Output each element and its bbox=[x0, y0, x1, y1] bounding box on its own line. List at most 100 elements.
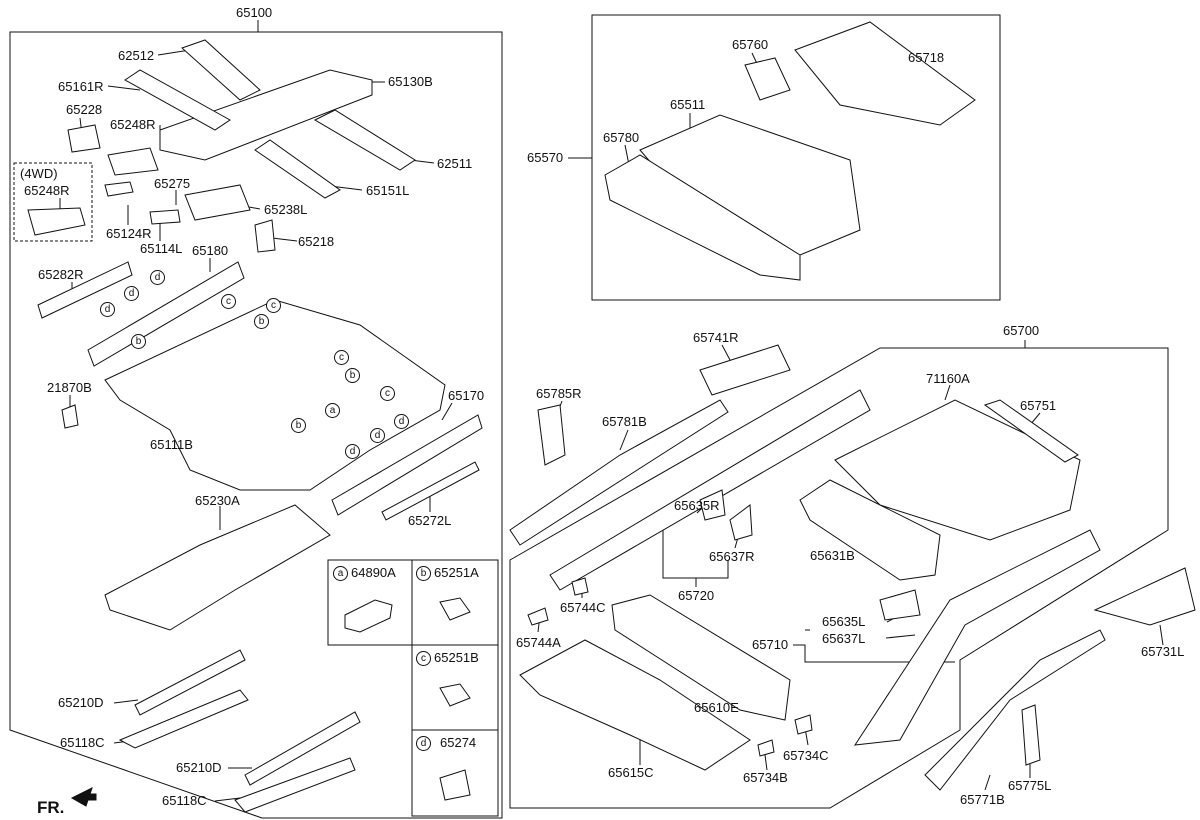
part-65228 bbox=[67, 124, 101, 153]
part-65161R bbox=[124, 69, 231, 131]
part-label-65130B: 65130B bbox=[388, 74, 433, 89]
legend-part-65251B: 65251B bbox=[434, 650, 479, 665]
part-label-65734B: 65734B bbox=[743, 770, 788, 785]
part-65741R bbox=[699, 344, 791, 396]
part-label-65781B: 65781B bbox=[602, 414, 647, 429]
part-label-65710: 65710 bbox=[752, 637, 789, 652]
part-label-65744C: 65744C bbox=[560, 600, 606, 615]
part-label-65275: 65275 bbox=[154, 176, 191, 191]
part-65130B bbox=[159, 69, 373, 161]
legend-icon-65274 bbox=[439, 769, 471, 801]
part-label-65720: 65720 bbox=[678, 588, 715, 603]
part-label-62511: 62511 bbox=[437, 156, 473, 171]
part-65248R-4wd bbox=[27, 207, 86, 236]
part-label-65248R-4wd: 65248R bbox=[24, 183, 70, 198]
part-label-65118C-1: 65118C bbox=[60, 735, 105, 750]
part-label-65228: 65228 bbox=[66, 102, 103, 117]
part-label-65238L: 65238L bbox=[264, 202, 308, 217]
legend-part-65251A: 65251A bbox=[434, 565, 479, 580]
part-label-65637L: 65637L bbox=[822, 631, 866, 646]
part-label-65210D-1: 65210D bbox=[58, 695, 104, 710]
part-label-4wd: (4WD) bbox=[20, 166, 58, 181]
part-label-62512: 62512 bbox=[118, 48, 155, 63]
part-65734C bbox=[794, 714, 813, 735]
callout-d: d bbox=[100, 302, 115, 317]
callout-c: c bbox=[380, 386, 395, 401]
part-label-65637R: 65637R bbox=[709, 549, 755, 564]
legend-letter-c: c bbox=[416, 651, 431, 666]
part-65615C bbox=[519, 639, 751, 771]
callout-d: d bbox=[124, 286, 139, 301]
part-65610E bbox=[611, 594, 791, 721]
part-65775L bbox=[1021, 704, 1041, 766]
group-label-65100: 65100 bbox=[236, 5, 273, 20]
part-65238L bbox=[184, 184, 251, 221]
callout-d: d bbox=[345, 444, 360, 459]
part-65785R bbox=[537, 404, 566, 466]
part-65272L bbox=[381, 461, 480, 521]
part-65170 bbox=[331, 414, 483, 516]
part-65631B bbox=[799, 479, 941, 581]
part-65744A bbox=[527, 607, 549, 626]
callout-c: c bbox=[334, 350, 349, 365]
part-65635L-part bbox=[879, 589, 921, 621]
front-direction-label: FR. bbox=[37, 798, 65, 817]
part-21870B bbox=[61, 404, 79, 429]
part-65734B bbox=[757, 739, 775, 757]
part-65114L bbox=[149, 209, 181, 225]
part-label-65731L: 65731L bbox=[1141, 644, 1185, 659]
legend-icon-65251A bbox=[439, 597, 471, 621]
part-label-65282R: 65282R bbox=[38, 267, 84, 282]
part-label-65734C: 65734C bbox=[783, 748, 829, 763]
part-65210D-2 bbox=[244, 711, 361, 786]
part-65180 bbox=[87, 261, 245, 367]
legend-letter-d: d bbox=[416, 736, 431, 751]
part-65111B bbox=[104, 299, 446, 491]
part-65124R bbox=[104, 181, 134, 197]
part-65781B bbox=[509, 399, 729, 546]
part-label-65780: 65780 bbox=[603, 130, 640, 145]
part-label-65218: 65218 bbox=[298, 234, 335, 249]
part-label-65718: 65718 bbox=[908, 50, 945, 65]
part-65151L bbox=[254, 139, 341, 199]
part-label-65111B: 65111B bbox=[150, 437, 193, 452]
part-65118C-1 bbox=[118, 689, 249, 749]
part-label-65635L: 65635L bbox=[822, 614, 866, 629]
part-62512 bbox=[181, 39, 261, 101]
part-65637R bbox=[729, 504, 753, 541]
part-65718 bbox=[794, 21, 976, 126]
legend-icon-65251B bbox=[439, 683, 471, 707]
group-65700-outline bbox=[509, 347, 1169, 809]
part-label-65744A: 65744A bbox=[516, 635, 561, 650]
part-65248R bbox=[107, 147, 159, 176]
part-65230A bbox=[104, 504, 331, 631]
callout-b: b bbox=[131, 334, 146, 349]
part-label-65272L: 65272L bbox=[408, 513, 452, 528]
callout-d: d bbox=[394, 414, 409, 429]
callout-b: b bbox=[291, 418, 306, 433]
part-label-65775L: 65775L bbox=[1008, 778, 1052, 793]
part-label-65114L: 65114L bbox=[140, 241, 183, 256]
part-label-65161R: 65161R bbox=[58, 79, 104, 94]
part-label-65771B: 65771B bbox=[960, 792, 1005, 807]
part-label-65180: 65180 bbox=[192, 243, 229, 258]
callout-b: b bbox=[254, 314, 269, 329]
part-65780 bbox=[604, 154, 801, 281]
part-62511 bbox=[313, 109, 416, 171]
group-65100-outline bbox=[9, 31, 503, 819]
part-label-65248R: 65248R bbox=[110, 117, 156, 132]
part-65720 bbox=[549, 389, 871, 591]
part-label-65151L: 65151L bbox=[366, 183, 410, 198]
legend-letter-b: b bbox=[416, 566, 431, 581]
legend-part-64890A: 64890A bbox=[351, 565, 396, 580]
part-label-65760: 65760 bbox=[732, 37, 769, 52]
part-label-65124R: 65124R bbox=[106, 226, 152, 241]
part-label-21870B: 21870B bbox=[47, 380, 92, 395]
part-label-65170: 65170 bbox=[448, 388, 485, 403]
callout-c: c bbox=[221, 294, 236, 309]
part-label-71160A: 71160A bbox=[926, 371, 970, 386]
callout-b: b bbox=[345, 368, 360, 383]
part-label-65631B: 65631B bbox=[810, 548, 855, 563]
part-label-65230A: 65230A bbox=[195, 493, 240, 508]
